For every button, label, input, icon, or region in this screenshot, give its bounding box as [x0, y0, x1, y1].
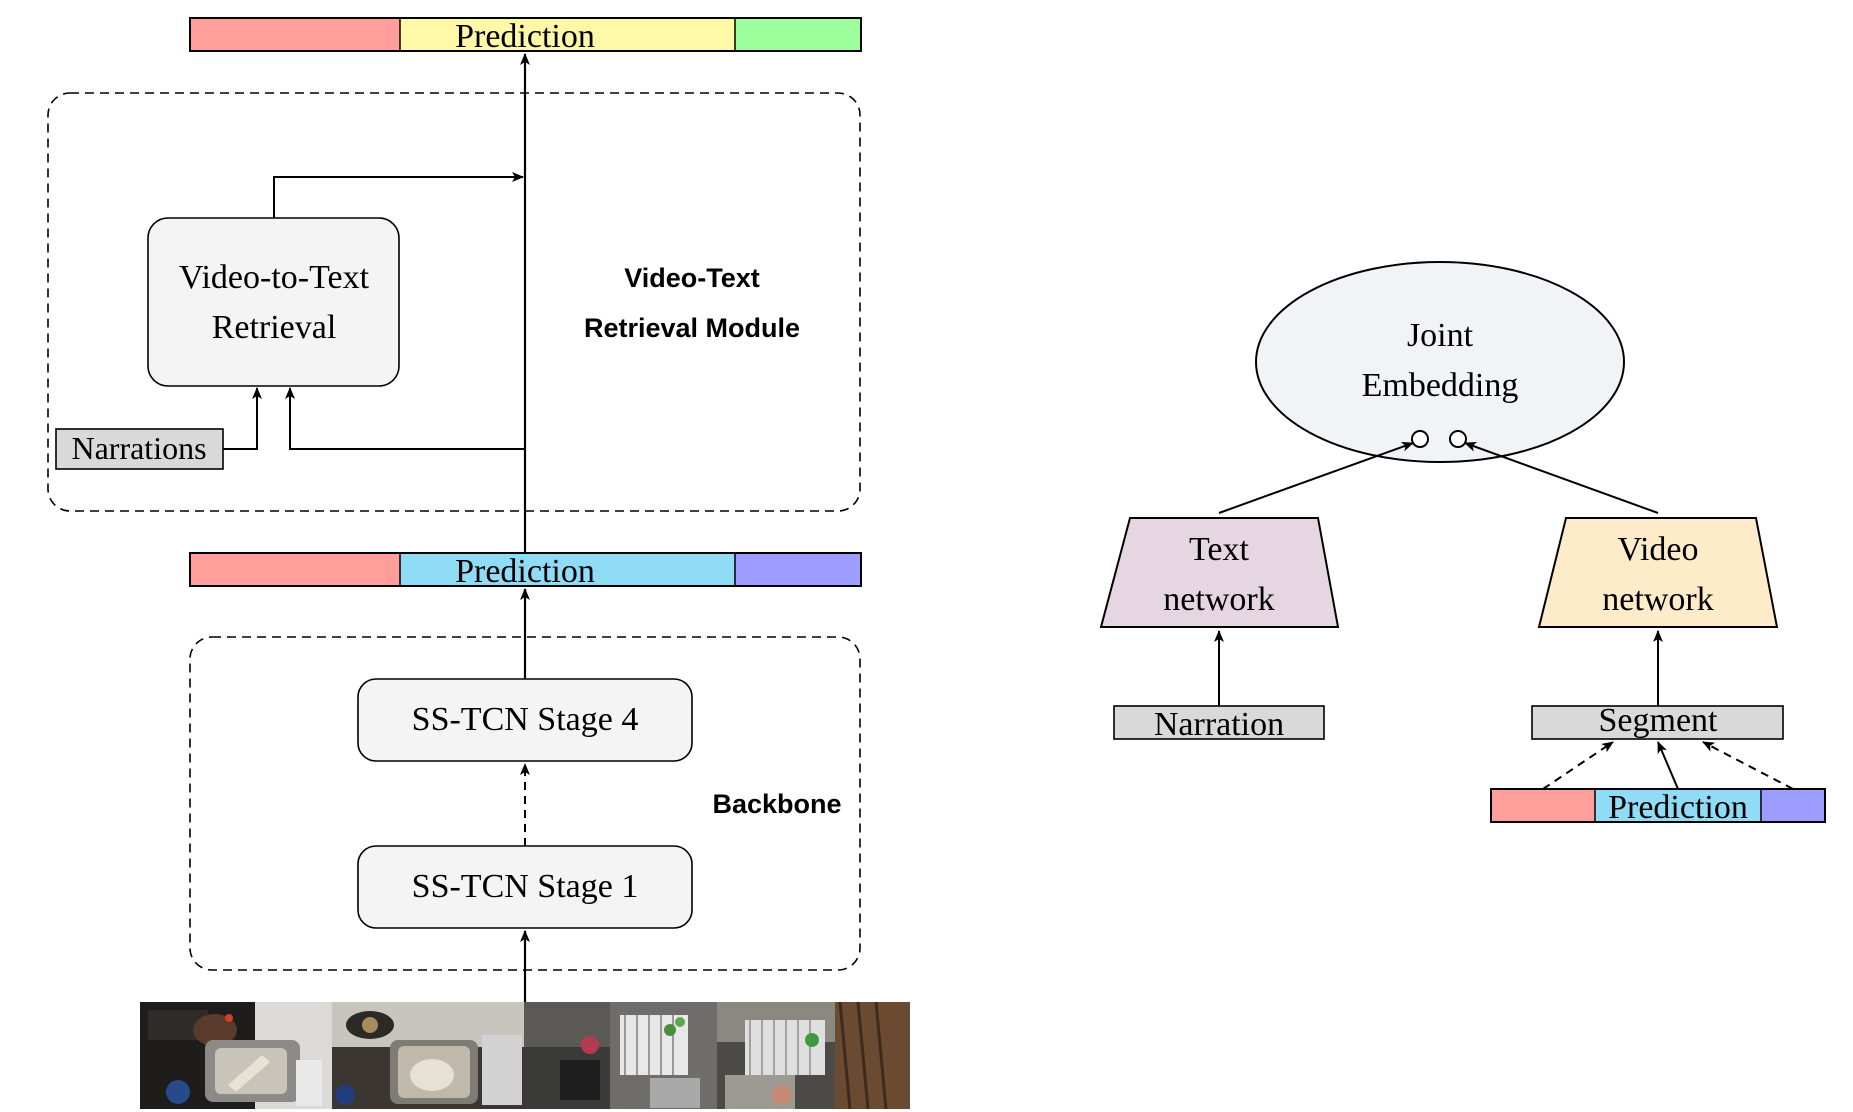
text-embedding-point	[1411, 430, 1429, 448]
retrieval-box-line2: Retrieval	[212, 309, 337, 346]
narrations-box	[55, 428, 224, 470]
prediction-left-dashed-arrow	[1542, 741, 1614, 790]
narration-input: Narration	[1113, 630, 1325, 743]
video-frame-3	[524, 1002, 717, 1109]
ss-tcn-stage4-label: SS-TCN Stage 4	[412, 701, 639, 738]
segment-input: Segment	[1531, 630, 1784, 740]
joint-embedding-line1: Joint	[1407, 317, 1474, 354]
joint-embedding-line2: Embedding	[1362, 367, 1519, 404]
segment-box	[1531, 705, 1784, 740]
mid-prediction-segment-2	[400, 553, 735, 586]
text-to-embedding-arrow	[1218, 442, 1414, 514]
video-frames	[140, 1001, 910, 1110]
top-prediction-segment-2	[400, 18, 735, 51]
mid-prediction-segment-1	[190, 553, 400, 586]
right-prediction-label: Prediction	[1608, 789, 1748, 826]
features-to-retrieval-arrow	[285, 387, 525, 450]
retrieval-module-label-line2: Retrieval Module	[584, 313, 800, 343]
top-prediction-label: Prediction	[455, 18, 595, 55]
top-prediction-bar: Prediction	[189, 17, 862, 55]
video-embedding-point	[1449, 430, 1467, 448]
top-prediction-segment-3	[735, 18, 861, 51]
right-prediction-segment-2	[1595, 789, 1761, 822]
narrations-label: Narrations	[71, 430, 206, 466]
backbone: Backbone SS-TCN Stage 4 SS-TCN Stage 1	[189, 588, 861, 971]
right-prediction-segment-1	[1491, 789, 1595, 822]
video-network-line2: network	[1602, 581, 1713, 618]
joint-embedding-ellipse	[1255, 261, 1625, 463]
prediction-right-dashed-arrow	[1702, 741, 1794, 790]
text-network-line1: Text	[1189, 531, 1249, 568]
video-frame-4	[717, 1001, 910, 1110]
top-prediction-segment-1	[190, 18, 400, 51]
right-prediction-bar: Prediction	[1490, 741, 1826, 826]
prediction-center-arrow	[1657, 741, 1679, 790]
retrieval-module-label-line1: Video-Text	[624, 263, 760, 293]
segment-label: Segment	[1599, 702, 1719, 739]
retrieval-output-arrow	[273, 172, 524, 218]
text-network: Text network	[1099, 442, 1414, 628]
video-network: Video network	[1464, 442, 1779, 628]
mid-prediction-segment-3	[735, 553, 861, 586]
video-frame-2	[332, 1002, 524, 1109]
narration-box	[1113, 705, 1325, 740]
video-to-embedding-arrow	[1464, 442, 1659, 514]
video-to-text-retrieval-box	[147, 217, 400, 387]
narrations-arrow	[223, 387, 262, 450]
mid-prediction-bar: Prediction	[189, 552, 862, 590]
retrieval-box-line1: Video-to-Text	[179, 259, 370, 296]
video-frame-1	[140, 1002, 332, 1109]
right-prediction-segment-3	[1761, 789, 1825, 822]
mid-prediction-label: Prediction	[455, 553, 595, 590]
backbone-label: Backbone	[712, 789, 841, 819]
retrieval-module-border	[47, 92, 861, 512]
text-network-line2: network	[1163, 581, 1274, 618]
ss-tcn-stage1-label: SS-TCN Stage 1	[412, 868, 639, 905]
retrieval-module: Video-to-Text Retrieval Video-Text Retri…	[47, 92, 861, 512]
narration-label: Narration	[1154, 706, 1284, 743]
text-network-trapezoid	[1099, 517, 1340, 628]
video-network-line1: Video	[1617, 531, 1698, 568]
video-network-trapezoid	[1537, 517, 1779, 628]
joint-embedding: Joint Embedding	[1255, 261, 1625, 463]
